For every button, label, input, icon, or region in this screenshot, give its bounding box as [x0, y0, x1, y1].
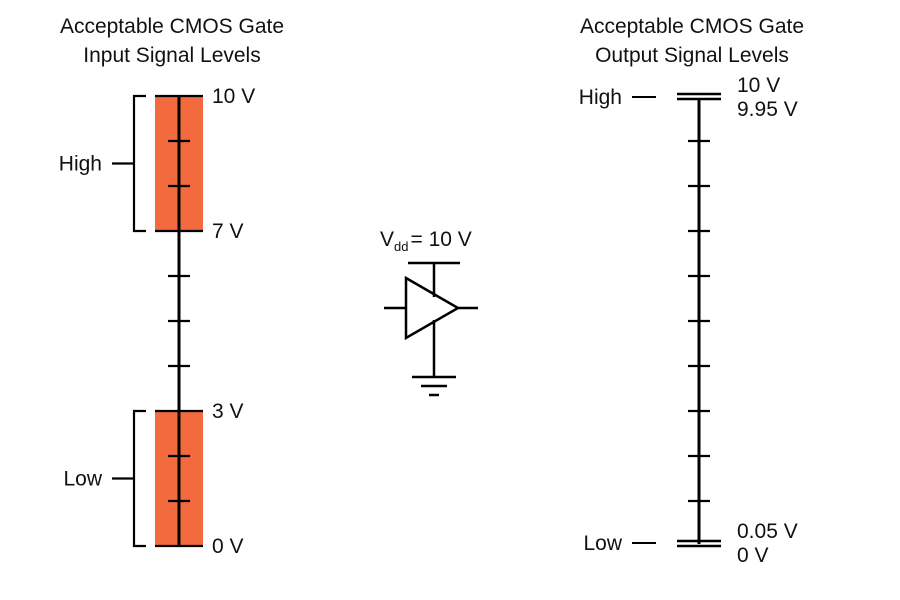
- input-axis-ticks: [155, 94, 203, 548]
- output-band-marks: [677, 92, 721, 548]
- input-high-bracket: [112, 94, 146, 233]
- supply-voltage-subscript: dd: [394, 239, 408, 254]
- input-low-bracket: [112, 409, 146, 548]
- output-title-line2: Output Signal Levels: [595, 44, 789, 67]
- output-tick-label-10v: 10 V: [737, 74, 780, 97]
- input-tick-label-3v: 3 V: [212, 400, 244, 423]
- input-title-line1: Acceptable CMOS Gate: [60, 15, 284, 38]
- output-low-label: Low: [583, 532, 622, 555]
- input-title-line2: Input Signal Levels: [83, 44, 260, 67]
- output-tick-label-0v: 0 V: [737, 544, 769, 567]
- output-panel: Acceptable CMOS Gate Output Signal Level…: [579, 15, 804, 567]
- ground-icon: [412, 375, 456, 397]
- output-high-label: High: [579, 86, 622, 109]
- input-tick-label-10v: 10 V: [212, 85, 255, 108]
- input-panel: Acceptable CMOS Gate Input Signal Levels…: [59, 15, 284, 558]
- supply-voltage-value: = 10 V: [410, 228, 471, 251]
- input-tick-label-7v: 7 V: [212, 220, 244, 243]
- output-axis-ticks: [688, 139, 710, 503]
- input-low-label: Low: [63, 468, 102, 491]
- supply-voltage-label: Vdd= 10 V: [380, 228, 472, 254]
- output-title-line1: Acceptable CMOS Gate: [580, 15, 804, 38]
- output-tick-label-9-95v: 9.95 V: [737, 98, 798, 121]
- output-tick-label-0-05v: 0.05 V: [737, 520, 798, 543]
- input-high-label: High: [59, 153, 102, 176]
- buffer-triangle-icon: [404, 275, 461, 341]
- cmos-buffer-gate: Vdd= 10 V: [380, 228, 478, 397]
- input-tick-label-0v: 0 V: [212, 535, 244, 558]
